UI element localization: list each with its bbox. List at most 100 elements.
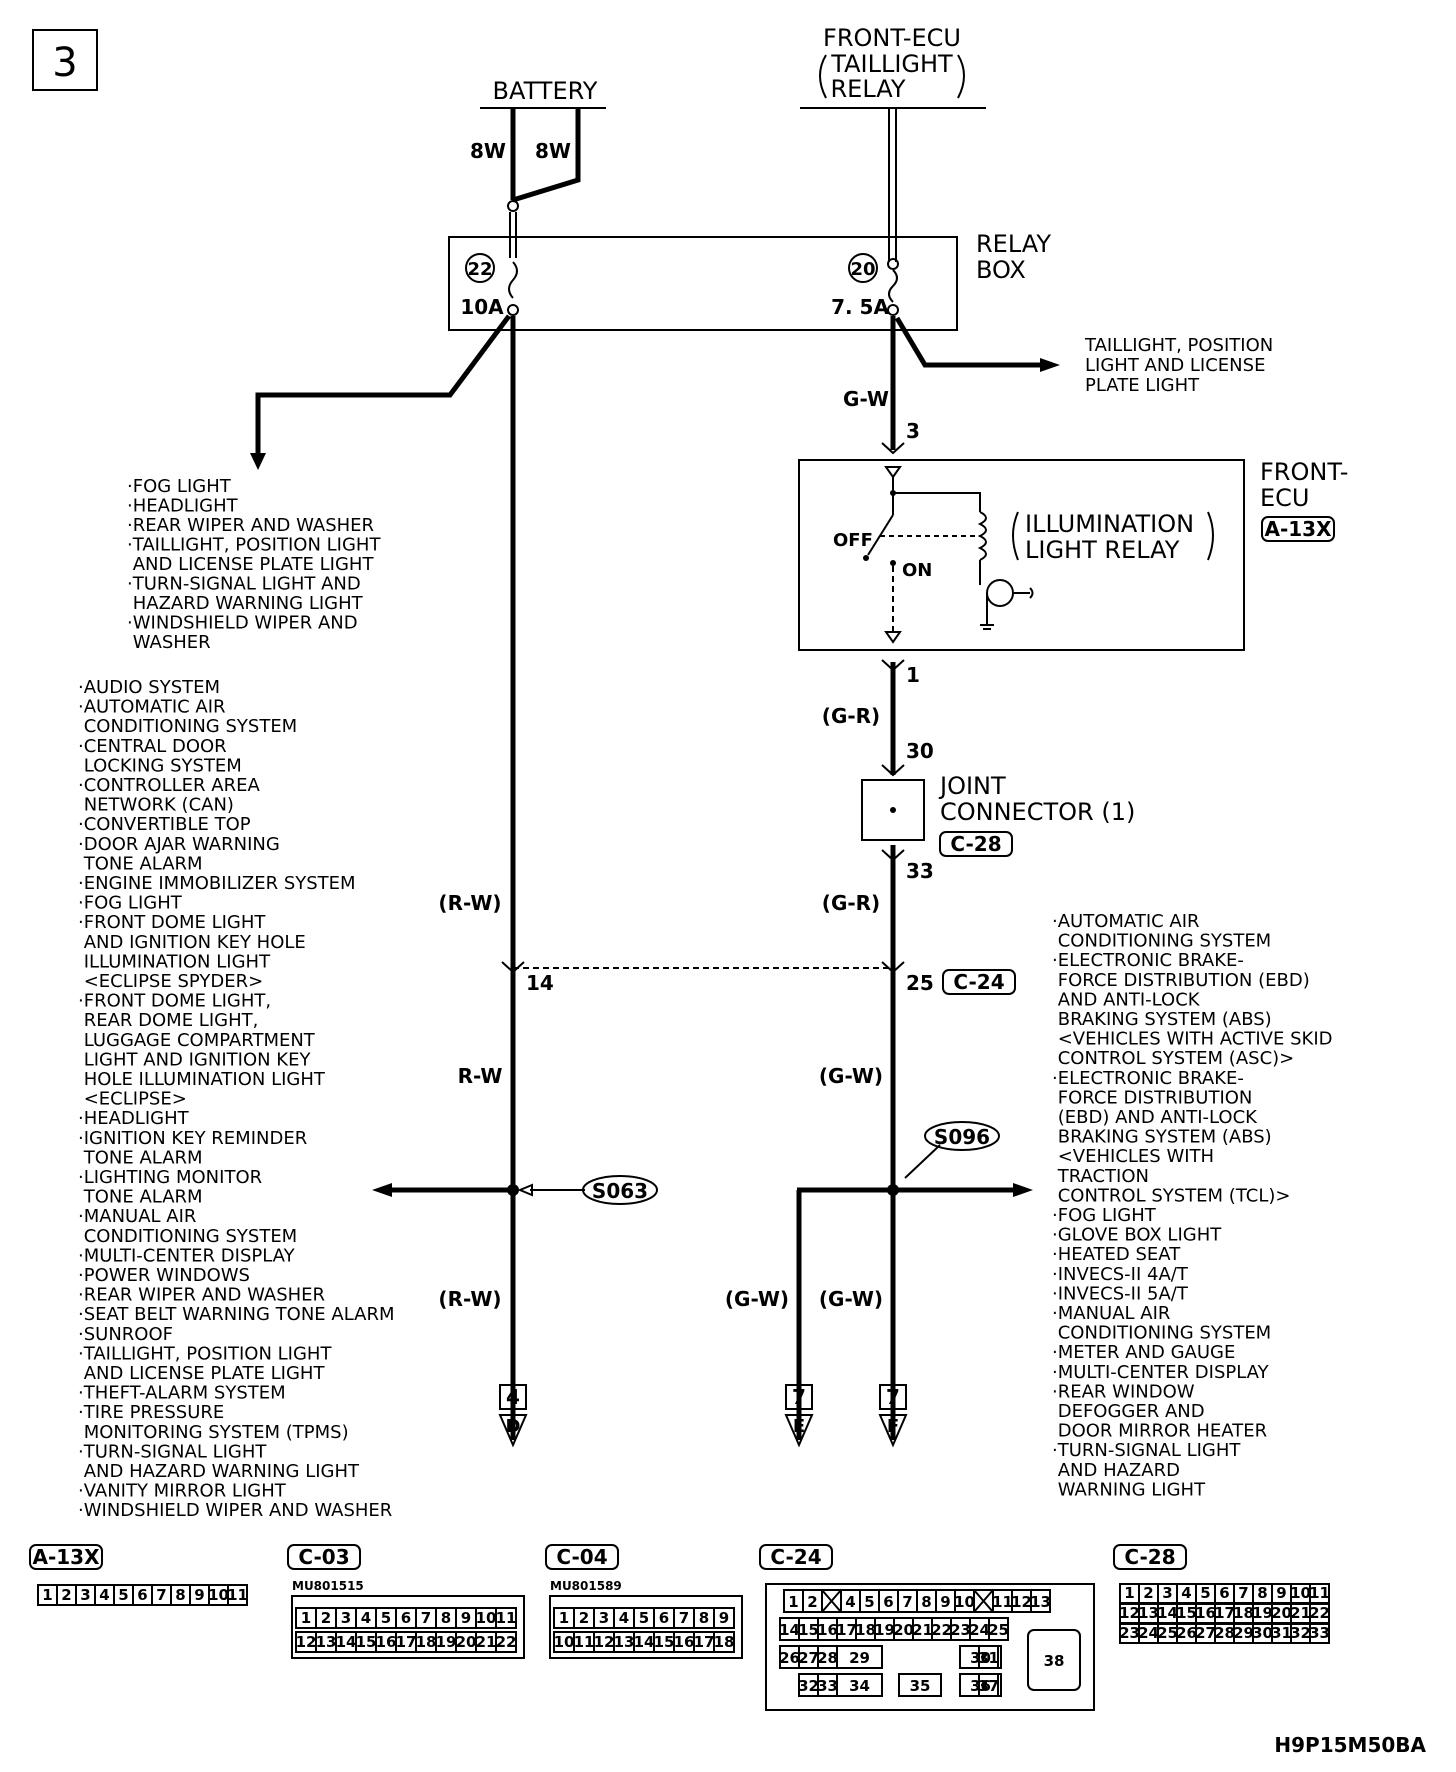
c24-pin: 23 (950, 1621, 971, 1639)
c28-pin: 23 (1119, 1624, 1140, 1642)
list-item: ·FRONT DOME LIGHT, (78, 991, 271, 1012)
c04-housing (549, 1595, 743, 1659)
list-item: ·MANUAL AIR (1052, 1303, 1170, 1324)
pin14-connector (501, 961, 525, 974)
s063-label: S063 (592, 1179, 648, 1203)
front-ecu-relay-label-2: TAILLIGHT (830, 50, 953, 78)
list-item: <VEHICLES WITH (1052, 1146, 1214, 1167)
svg-text:·AUDIO SYSTEM·AUTOMATIC AIR CO: ·AUDIO SYSTEM·AUTOMATIC AIR CONDITIONING… (78, 677, 395, 1521)
terminal-e-box (785, 1384, 813, 1410)
list-item: ·HEADLIGHT (78, 1108, 190, 1129)
c04-pin: 8 (699, 1609, 709, 1627)
c24-pin: 31 (978, 1649, 999, 1667)
list-item: LOCKING SYSTEM (78, 755, 242, 776)
c28-badge (939, 831, 1013, 857)
list-item: ·AUDIO SYSTEM (78, 677, 220, 698)
c28-pin: 20 (1271, 1604, 1292, 1622)
gr-label-2: (G-R) (822, 891, 880, 915)
list-item: DOOR MIRROR HEATER (1052, 1421, 1267, 1442)
c28-pin: 16 (1195, 1604, 1216, 1622)
c04-pin: 9 (719, 1609, 729, 1627)
c03-pin: 2 (321, 1609, 331, 1627)
c28-pin: 15 (1176, 1604, 1197, 1622)
list-item: ·HEATED SEAT (1052, 1244, 1181, 1265)
c24-pin: 2 (807, 1593, 817, 1611)
c24-pin: 30 (970, 1649, 991, 1667)
a13x-pin: 1 (42, 1586, 52, 1604)
gw-label-4: (G-W) (819, 1287, 883, 1311)
list-item: WARNING LIGHT (1052, 1479, 1206, 1500)
ecu-coil-feed (893, 492, 981, 512)
c28-pin: 13 (1138, 1604, 1159, 1622)
list-item: LUGGAGE COMPARTMENT (78, 1030, 316, 1051)
list-item: ·ENGINE IMMOBILIZER SYSTEM (78, 873, 356, 894)
c04-pin: 12 (594, 1633, 615, 1651)
list-item: ·TIRE PRESSURE (78, 1402, 224, 1423)
a13x-pin: 7 (156, 1586, 166, 1604)
c24-pin: 7 (902, 1593, 912, 1611)
a13x-pin: 8 (175, 1586, 185, 1604)
a13x-connector-name: A-13X (32, 1545, 100, 1569)
a13x-pin: 11 (227, 1586, 248, 1604)
svg-text:·AUTOMATIC AIR CONDITIONING SY: ·AUTOMATIC AIR CONDITIONING SYSTEM·ELECT… (1052, 911, 1333, 1500)
list-item: FORCE DISTRIBUTION (EBD) (1052, 970, 1310, 991)
relay-off-label: OFF (833, 530, 873, 551)
list-item: ·SEAT BELT WARNING TONE ALARM (78, 1304, 395, 1325)
a13x-pin: 2 (61, 1586, 71, 1604)
c03-connector-name: C-03 (298, 1545, 349, 1569)
terminal-e-arrow (784, 1414, 814, 1448)
c24-pin: 32 (798, 1677, 819, 1695)
c28-pin: 6 (1219, 1584, 1229, 1602)
c24-cell (978, 1645, 999, 1669)
list-item: ·VANITY MIRROR LIGHT (78, 1481, 287, 1502)
fuse22-top-terminal (507, 200, 519, 212)
c03-pin: 13 (316, 1633, 337, 1651)
list-item: ·ELECTRONIC BRAKE- (1052, 950, 1244, 971)
list-item: ·MULTI-CENTER DISPLAY (1052, 1362, 1270, 1383)
fuse22-rating: 10A (460, 295, 504, 319)
list-item: TONE ALARM (78, 1147, 203, 1168)
terminal-f-letter: F (887, 1416, 899, 1437)
illum-relay-label-1: ILLUMINATION (1025, 510, 1194, 538)
a13x-pin: 4 (99, 1586, 109, 1604)
rw-label-2: R-W (458, 1064, 503, 1088)
ecu-output-arrow (884, 631, 902, 644)
list-item: ·POWER WINDOWS (78, 1265, 250, 1286)
list-item: AND IGNITION KEY HOLE (78, 932, 306, 953)
c24-pin: 26 (779, 1649, 800, 1667)
list-item: TRACTION (1052, 1166, 1149, 1187)
fuse22-bottom-terminal (507, 304, 519, 316)
list-item: ·FOG LIGHT (1052, 1205, 1157, 1226)
c28-pin: 2 (1143, 1584, 1153, 1602)
pin25-connector (881, 961, 905, 974)
transistor (986, 579, 1014, 607)
c24-pin: 24 (969, 1621, 990, 1639)
list-item: ILLUMINATION LIGHT (78, 951, 271, 972)
c28-pin: 29 (1233, 1624, 1254, 1642)
c04-pin: 5 (639, 1609, 649, 1627)
taillight-output-wire (894, 316, 1040, 368)
pin14-label: 14 (526, 971, 554, 995)
list-item: AND HAZARD WARNING LIGHT (78, 1461, 360, 1482)
c03-row (295, 1631, 517, 1653)
c28-pin: 3 (1162, 1584, 1172, 1602)
c28-connector-name: C-28 (1124, 1545, 1175, 1569)
c04-row (553, 1607, 735, 1629)
c03-pin: 3 (341, 1609, 351, 1627)
c24-pin: 4 (845, 1593, 855, 1611)
list-item: AND ANTI-LOCK (1052, 989, 1201, 1010)
list-item: ·DOOR AJAR WARNING (78, 834, 280, 855)
c28-pin: 18 (1233, 1604, 1254, 1622)
c28-pin: 27 (1195, 1624, 1216, 1642)
c24-pin: 11 (992, 1593, 1013, 1611)
list-item: ·INVECS-II 4A/T (1052, 1264, 1189, 1285)
gw-top-label: G-W (843, 387, 889, 411)
s063-badge (582, 1175, 658, 1205)
terminal-d-arrow (498, 1414, 528, 1448)
c28-row (1119, 1623, 1330, 1644)
fuse22-element (508, 261, 518, 299)
c24-pin: 17 (836, 1621, 857, 1639)
list-item: TONE ALARM (78, 1187, 203, 1208)
c28-pin: 24 (1138, 1624, 1159, 1642)
